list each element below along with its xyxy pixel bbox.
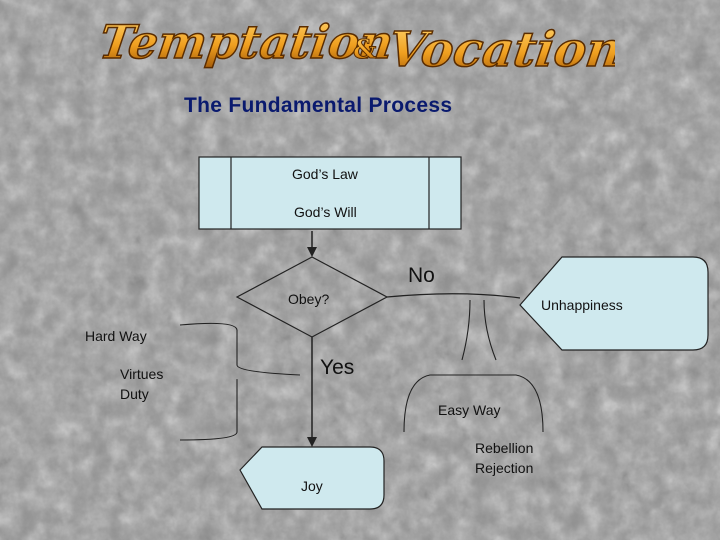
unhappiness-shape bbox=[519, 256, 709, 351]
node-unhappiness: Unhappiness bbox=[541, 297, 623, 313]
label-rejection: Rejection bbox=[475, 460, 534, 476]
banner-word-vocation: Vocation bbox=[385, 22, 615, 76]
label-yes: Yes bbox=[320, 356, 355, 379]
slide-heading: The Fundamental Process bbox=[184, 94, 453, 117]
no-branch-left bbox=[461, 299, 471, 361]
label-no: No bbox=[408, 264, 435, 287]
hard-way-brace bbox=[179, 322, 301, 441]
node-joy: Joy bbox=[301, 478, 323, 494]
label-rebellion: Rebellion bbox=[475, 440, 534, 456]
label-duty: Duty bbox=[120, 386, 149, 402]
banner-ampersand: & bbox=[353, 35, 376, 65]
label-hard-way: Hard Way bbox=[85, 328, 147, 344]
node-gods-will: God’s Will bbox=[294, 204, 357, 220]
no-branch-right bbox=[483, 299, 497, 361]
label-virtues: Virtues bbox=[120, 366, 164, 382]
law-will-box bbox=[198, 156, 462, 230]
joy-shape bbox=[239, 446, 385, 510]
easy-way-brace bbox=[403, 374, 544, 433]
wordart-banner: Temptation & Vocation bbox=[95, 14, 615, 76]
node-gods-law: God’s Law bbox=[292, 166, 358, 182]
label-easy-way: Easy Way bbox=[438, 402, 501, 418]
no-connector bbox=[386, 293, 521, 299]
banner-word-temptation: Temptation bbox=[96, 15, 396, 69]
node-obey: Obey? bbox=[288, 291, 330, 307]
